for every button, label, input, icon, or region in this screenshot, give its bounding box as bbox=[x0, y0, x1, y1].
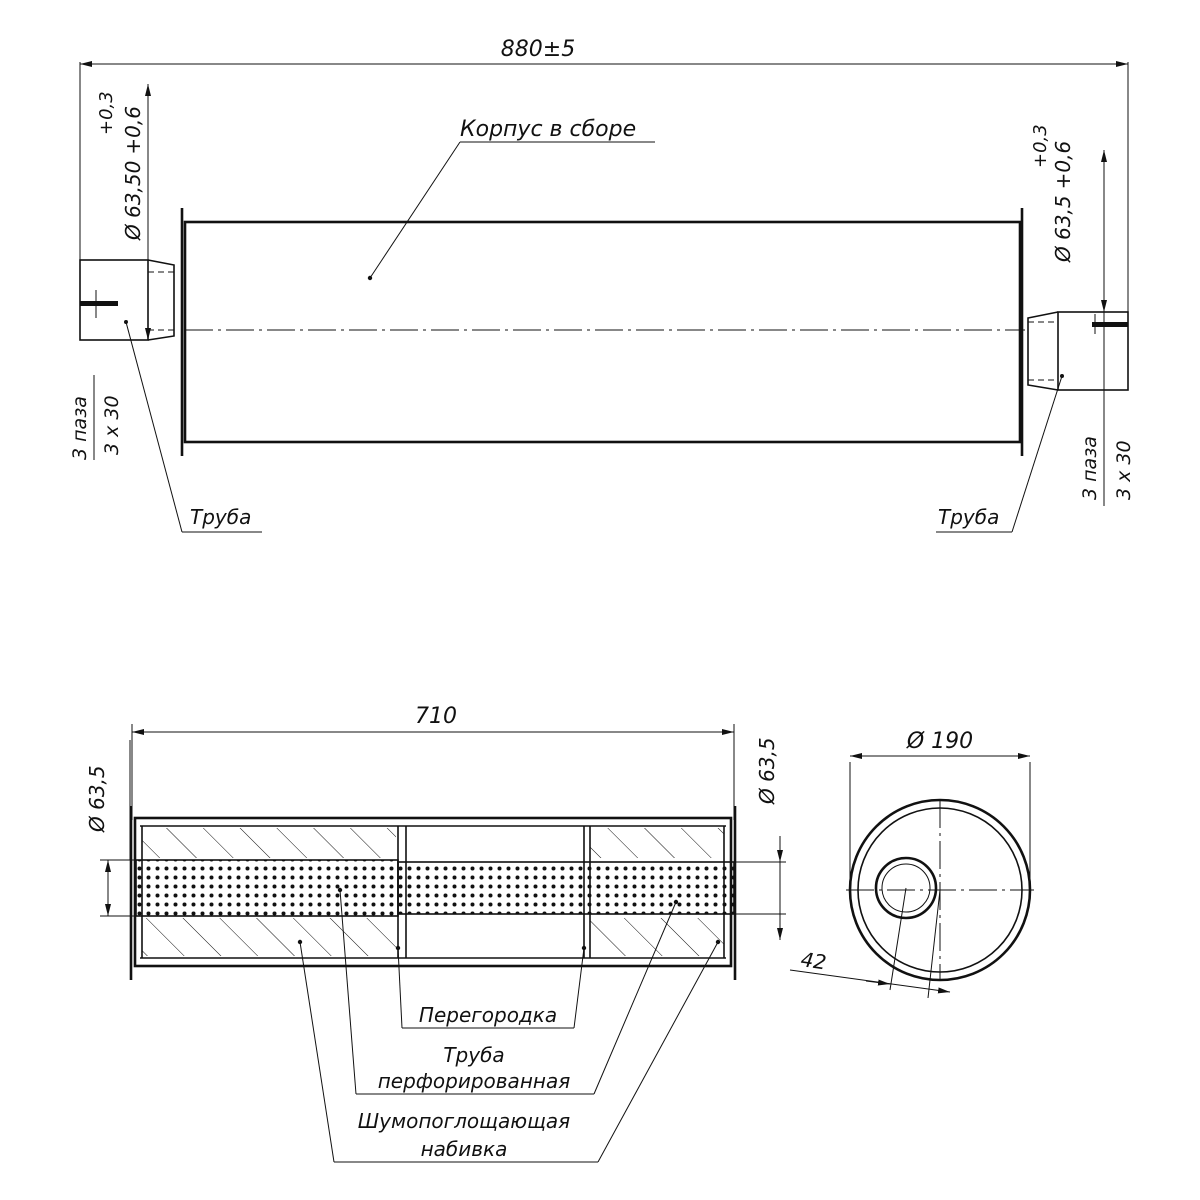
right-diameter-label: Ø 63,5+0,6 bbox=[1051, 141, 1075, 263]
packing-top-right bbox=[590, 828, 724, 858]
perforated-pipe-right bbox=[398, 862, 734, 914]
muffler-body: Корпус в сборе bbox=[180, 117, 1025, 456]
left-pipe-label: Труба bbox=[190, 505, 251, 529]
overall-length-value: 880±5 bbox=[501, 37, 575, 62]
label-packing-line2: набивка bbox=[421, 1137, 508, 1161]
right-slots-line1: 3 паза bbox=[1079, 436, 1101, 500]
right-tol-lower: +0,3 bbox=[1030, 124, 1051, 168]
packing-bottom-left bbox=[142, 918, 396, 956]
overall-length-dimension: 880±5 bbox=[79, 37, 1129, 340]
packing-bottom-right bbox=[590, 918, 724, 956]
left-diameter-label: Ø 63,50+0,6 bbox=[121, 106, 145, 241]
left-inlet-pipe: Ø 63,50+0,6 +0,3 Труба 3 паза 3 х 30 bbox=[69, 84, 262, 533]
right-slot-mark bbox=[1092, 322, 1128, 327]
section-view: 710 Ø 63,5 Ø 63,5 bbox=[85, 704, 786, 1163]
label-packing-line1: Шумопоглощающая bbox=[358, 1109, 570, 1133]
end-view: Ø 190 42 bbox=[789, 729, 1034, 999]
section-right-diameter: Ø 63,5 bbox=[755, 737, 779, 805]
right-slots-line2: 3 х 30 bbox=[1113, 440, 1135, 500]
section-left-diameter: Ø 63,5 bbox=[85, 765, 109, 833]
left-slot-mark bbox=[80, 301, 118, 306]
left-tol-lower: +0,3 bbox=[96, 91, 117, 135]
label-perf-line2: перфорированная bbox=[378, 1069, 571, 1093]
section-length-value: 710 bbox=[415, 704, 457, 729]
end-diameter-label: Ø 190 bbox=[906, 729, 973, 754]
perforated-pipe-left bbox=[136, 860, 398, 916]
left-slots-line2: 3 х 30 bbox=[101, 395, 123, 455]
end-offset-label: 42 bbox=[799, 947, 828, 974]
right-pipe-label: Труба bbox=[938, 505, 999, 529]
right-outlet-pipe: Ø 63,5+0,6 +0,3 Труба 3 паза 3 х 30 bbox=[936, 124, 1135, 533]
packing-top-left bbox=[142, 828, 396, 858]
left-slots-line1: 3 паза bbox=[69, 396, 91, 460]
body-label: Корпус в сборе bbox=[460, 117, 636, 142]
label-perf-line1: Труба bbox=[443, 1043, 504, 1067]
top-view: 880±5 Корпус в сборе Ø 63,50+0,6 +0,3 bbox=[69, 37, 1135, 533]
label-baffle: Перегородка bbox=[419, 1003, 557, 1027]
